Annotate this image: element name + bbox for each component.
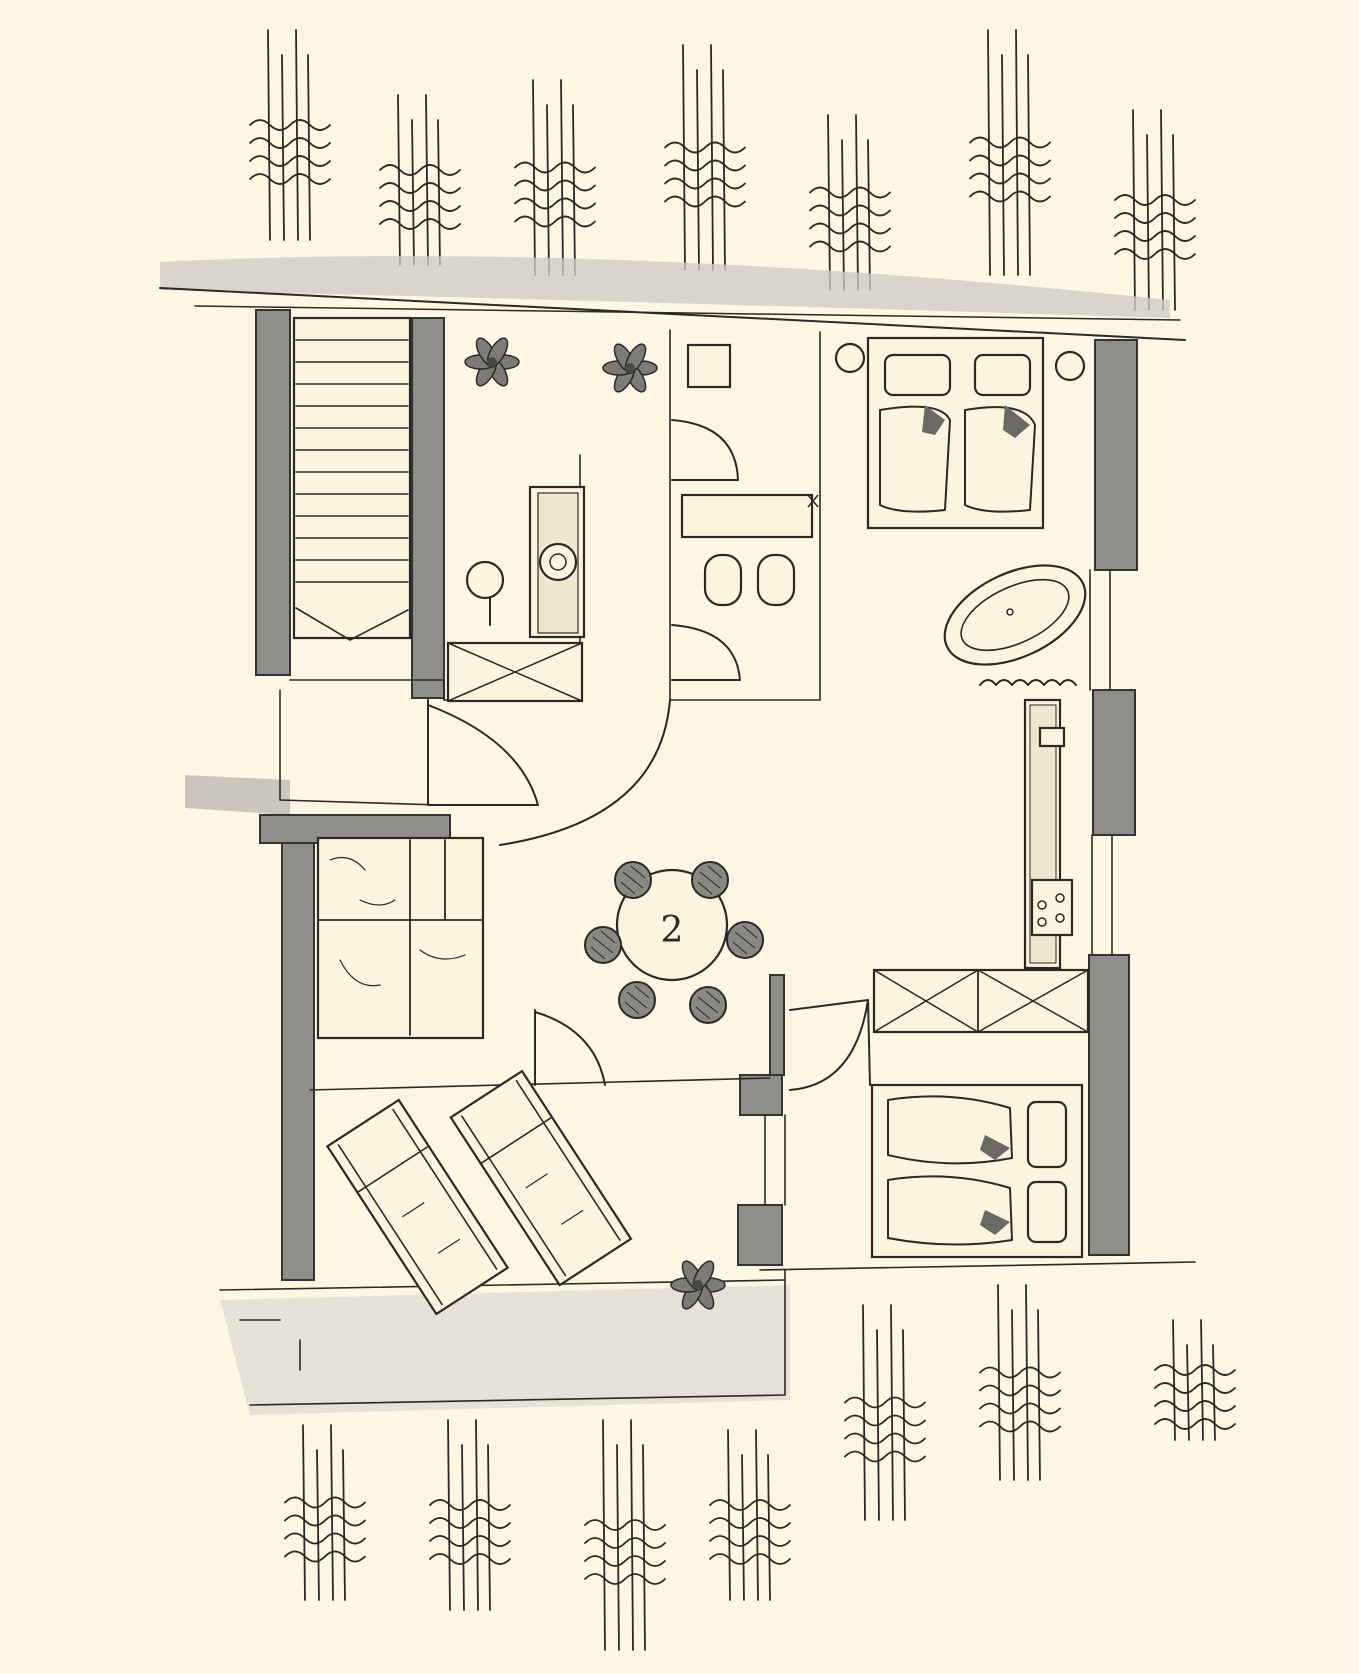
second-bed xyxy=(870,1083,1084,1259)
east-wall-upper xyxy=(1094,339,1138,571)
sun-lounger-icon xyxy=(325,1098,510,1316)
sofa-icon xyxy=(316,836,485,1040)
west-wall-lower xyxy=(281,834,315,1281)
sun-loungers xyxy=(325,1069,633,1316)
chair-icon xyxy=(726,921,764,959)
bamboo-cluster-icon xyxy=(584,1419,666,1651)
bamboo-cluster-icon xyxy=(1114,109,1196,311)
bamboo-cluster-icon xyxy=(809,114,891,291)
stair-wall-right xyxy=(411,317,445,699)
wardrobe xyxy=(872,968,1090,1034)
stair-wall-left xyxy=(255,309,291,676)
hall-curve xyxy=(499,699,671,846)
east-wall-lower xyxy=(1088,954,1130,1256)
dining-table: 2 xyxy=(615,868,729,982)
chair-icon xyxy=(691,861,729,899)
potted-plant-icon xyxy=(464,337,520,387)
table-mark: 2 xyxy=(661,910,684,951)
wc-door-lower xyxy=(671,624,741,681)
staircase xyxy=(292,316,412,641)
west-shadow xyxy=(185,775,290,815)
potted-plant-icon xyxy=(670,1260,726,1310)
north-shadow xyxy=(160,256,1170,318)
north-edge xyxy=(159,287,1186,341)
sun-lounger-icon xyxy=(449,1069,633,1287)
entry-door xyxy=(427,699,539,806)
chair-icon xyxy=(618,981,656,1019)
sink-icon xyxy=(1038,726,1066,748)
east-wall-mid xyxy=(1092,689,1136,836)
chair-icon xyxy=(689,986,727,1024)
chair-icon xyxy=(584,926,622,964)
bamboo-cluster-icon xyxy=(664,44,746,271)
bamboo-cluster-icon xyxy=(514,79,596,276)
walls xyxy=(255,309,1138,1281)
door-swings xyxy=(427,419,871,1091)
inner-wall-bath xyxy=(769,974,785,1076)
inner-column-2 xyxy=(737,1204,783,1266)
inner-column-1 xyxy=(739,1074,783,1116)
chair-icon xyxy=(614,861,652,899)
wc-room xyxy=(680,343,819,607)
bamboo-cluster-icon xyxy=(969,29,1051,276)
terrace-door xyxy=(534,1009,606,1086)
bidet-icon xyxy=(756,553,796,607)
master-bed xyxy=(834,336,1086,530)
bamboo-cluster-icon xyxy=(1154,1319,1236,1441)
bamboo-cluster-icon xyxy=(844,1304,926,1521)
potted-plant-icon xyxy=(602,343,658,393)
bathtub-icon xyxy=(943,564,1087,686)
west-wall-stub xyxy=(259,814,451,844)
bamboo-cluster-icon xyxy=(249,29,331,241)
south-shadow xyxy=(220,1285,790,1415)
bamboo-cluster-icon xyxy=(379,94,461,266)
dining-chairs xyxy=(584,861,764,1024)
bamboo-top-group xyxy=(249,29,1196,311)
sink-icon xyxy=(538,542,578,582)
bamboo-bottom-group xyxy=(284,1284,1236,1651)
nightstand-lamp-right xyxy=(1054,350,1086,382)
wc-door-upper xyxy=(671,419,739,481)
bamboo-cluster-icon xyxy=(429,1419,511,1611)
floor-lamp-icon xyxy=(465,560,505,600)
bamboo-cluster-icon xyxy=(709,1429,791,1601)
plants xyxy=(464,337,726,1310)
bamboo-cluster-icon xyxy=(284,1424,366,1601)
bamboo-cluster-icon xyxy=(979,1284,1061,1481)
toilet-icon xyxy=(703,553,743,607)
bedroom2-door xyxy=(789,999,871,1091)
vanity-block xyxy=(446,485,586,703)
nightstand-lamp-left xyxy=(834,342,866,374)
kitchen-counter xyxy=(1023,698,1074,970)
